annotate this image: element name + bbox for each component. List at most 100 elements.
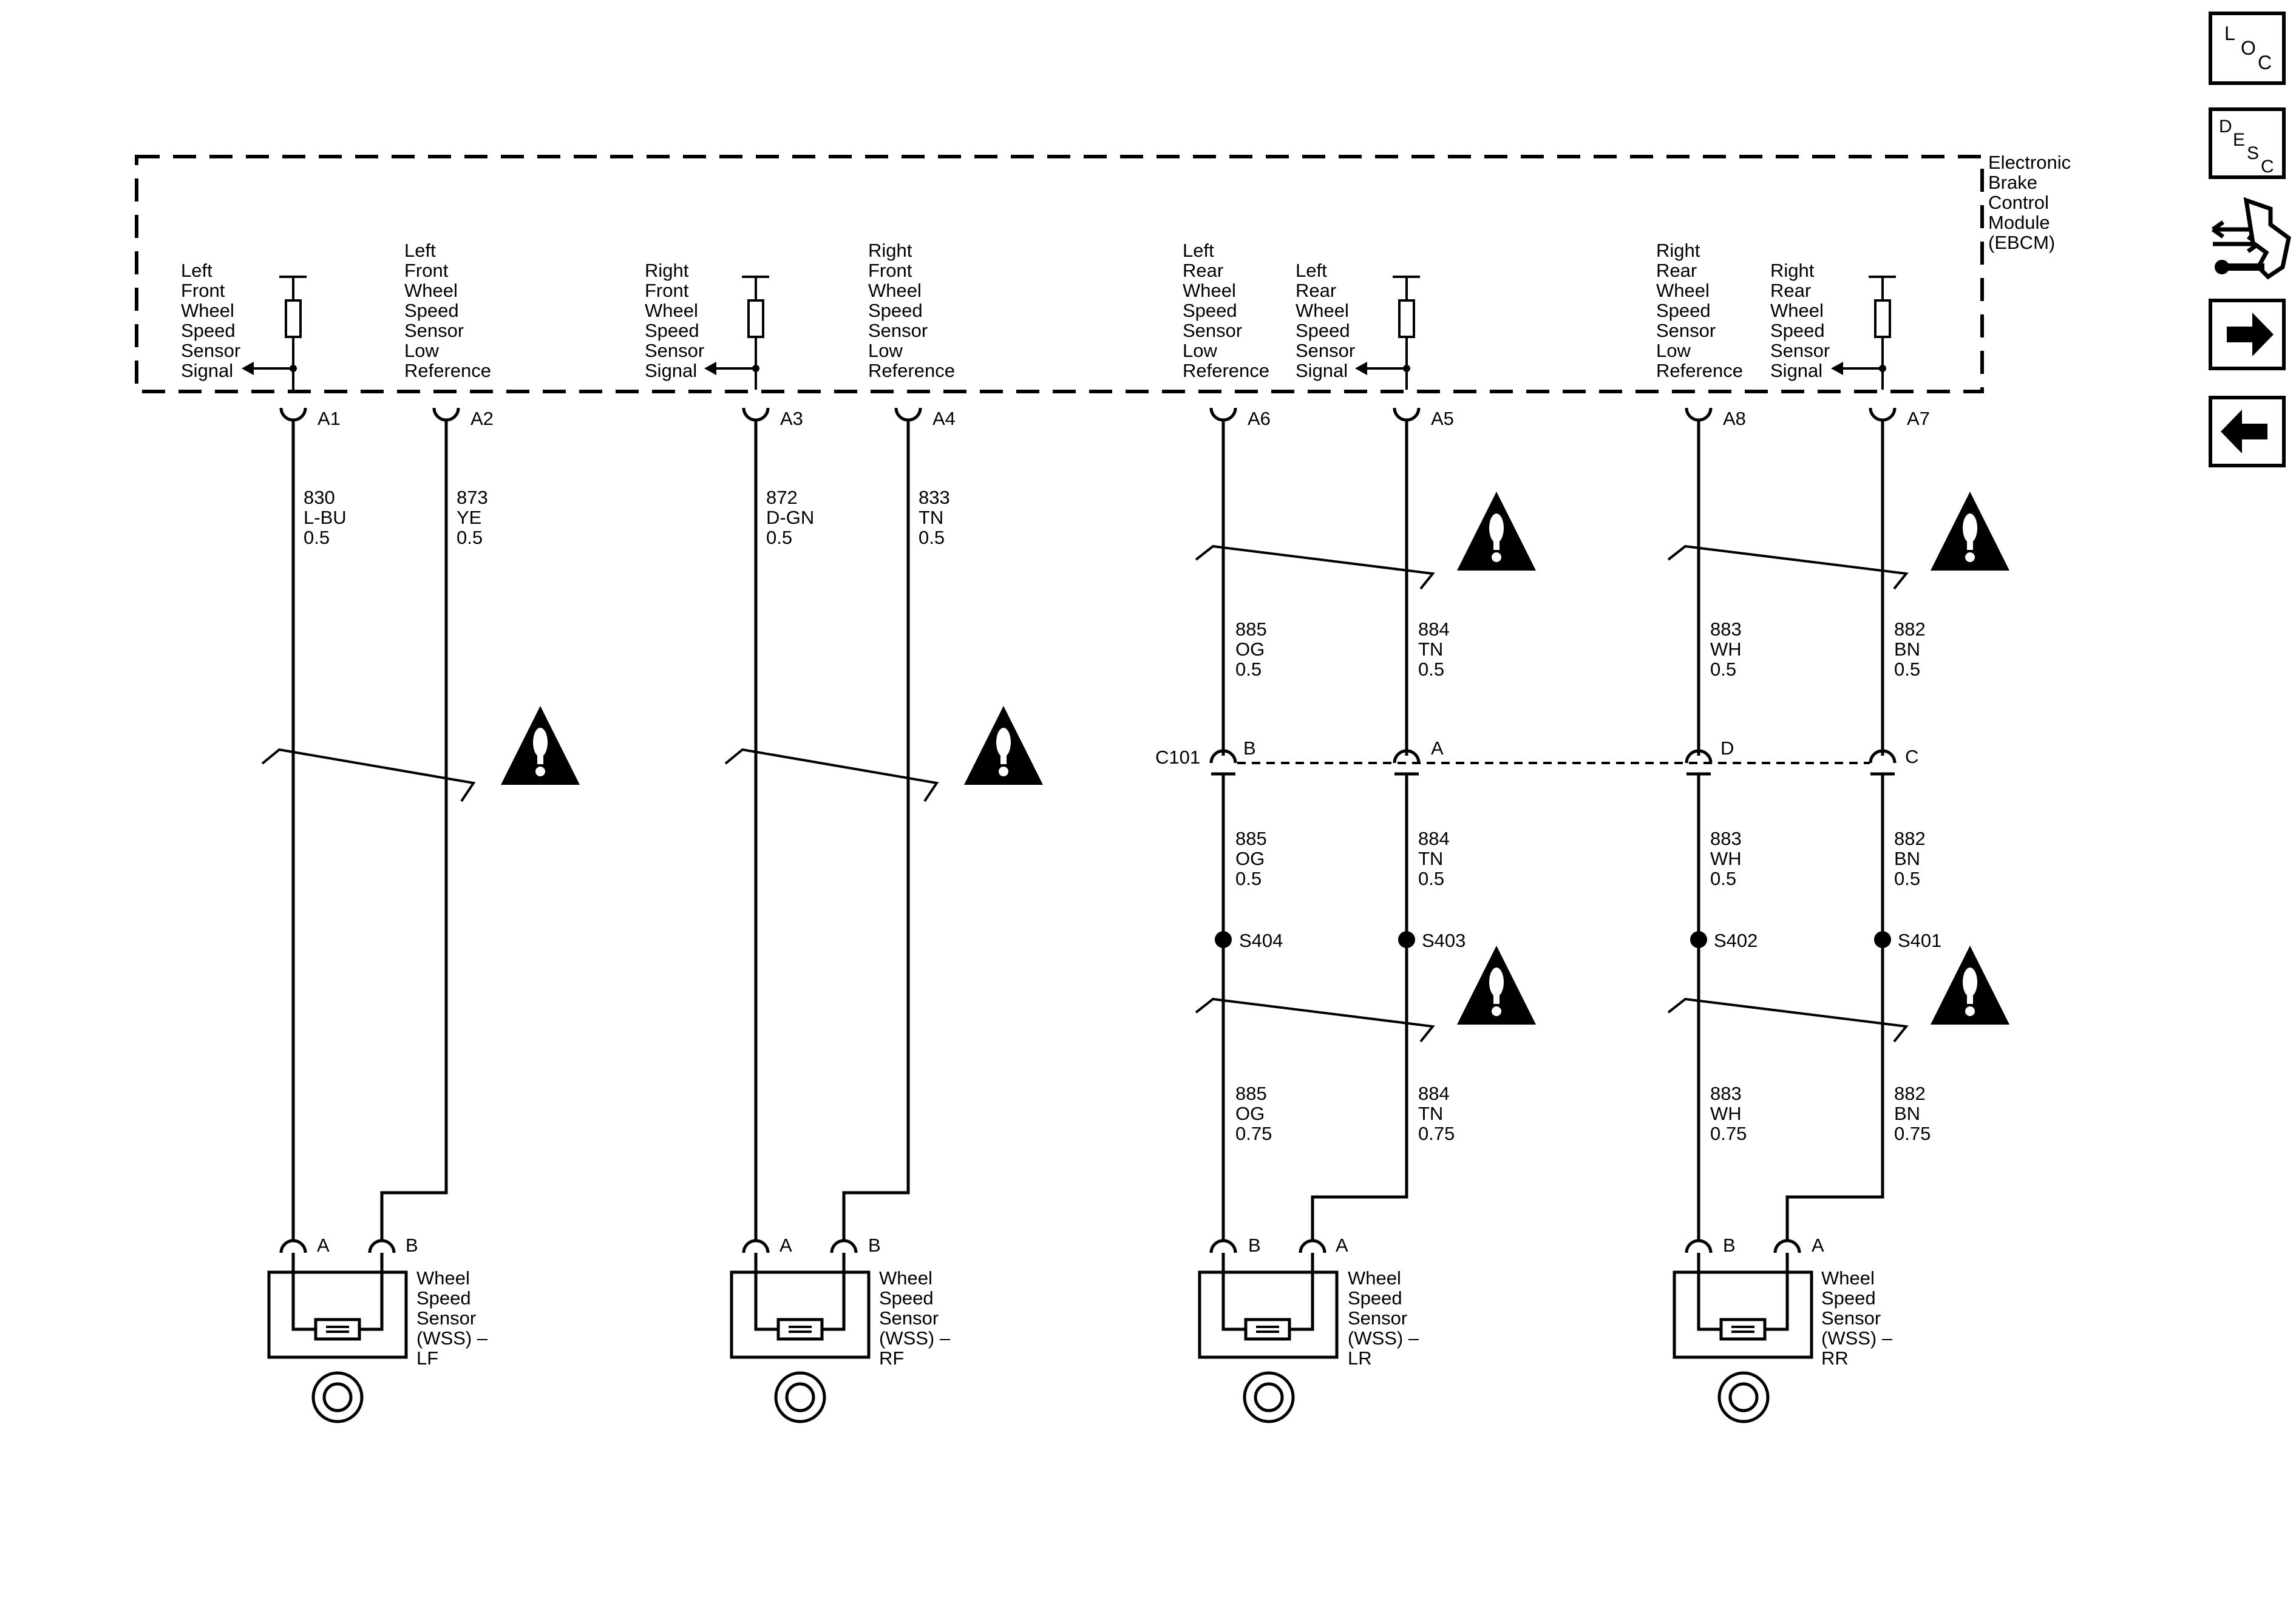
module-circuit-label-lf-signal: Left Front Wheel Speed Sensor Signal: [181, 260, 246, 381]
label-line: Wheel: [645, 300, 698, 321]
module-label-line: (EBCM): [1988, 232, 2055, 253]
sensor-rr: [1673, 1239, 1813, 1422]
module-circuit-label-lr-signal: Left Rear Wheel Speed Sensor Signal: [1296, 260, 1360, 381]
pin-a6-connector: [1209, 407, 1237, 422]
sensor-pin-label: B: [406, 1235, 418, 1256]
label-line: Speed: [1296, 320, 1350, 341]
sensor-pin-label: A: [779, 1235, 792, 1256]
module-circuit-label-rf-signal: Right Front Wheel Speed Sensor Signal: [645, 260, 710, 381]
pin-label-a3: A3: [780, 408, 803, 429]
label-line: Sensor: [1183, 320, 1242, 341]
label-line: Reference: [404, 360, 491, 381]
label-line: Right: [1656, 240, 1700, 261]
pin-a5-connector: [1393, 407, 1421, 422]
label-line: Rear: [1296, 280, 1336, 301]
sensor-pin-label: B: [1723, 1235, 1736, 1256]
sensor-name-rf: Wheel Speed Sensor (WSS) – RF: [879, 1267, 956, 1369]
module-pin-connectors: [279, 407, 1897, 422]
label-line: Low: [1183, 340, 1217, 361]
label-line: Rear: [1656, 260, 1697, 281]
loc-letter: C: [2258, 52, 2272, 73]
label-line: Left: [181, 260, 212, 281]
label-line: Rear: [1770, 280, 1811, 301]
label-line: Speed: [1656, 300, 1711, 321]
wire-884: [1311, 420, 1408, 1241]
label-line: Low: [1656, 340, 1691, 361]
label-line: Right: [868, 240, 912, 261]
desc-letter: D: [2219, 117, 2232, 137]
splice-label: S403: [1422, 930, 1466, 951]
label-line: Sensor: [181, 340, 240, 361]
c101-pin-label: D: [1720, 737, 1734, 759]
desc-letter: S: [2247, 143, 2259, 163]
splice-s403: [1398, 931, 1415, 948]
label-line: Front: [181, 280, 225, 301]
connector-tool-icon[interactable]: [2211, 197, 2291, 280]
module-circuit-label-rr-low-ref: Right Rear Wheel Speed Sensor Low Refere…: [1656, 240, 1743, 381]
label-line: Reference: [1183, 360, 1269, 381]
loc-button[interactable]: L O C: [2209, 12, 2286, 85]
sensor-pin-label: B: [1248, 1235, 1261, 1256]
c101-pin-label: A: [1431, 737, 1444, 759]
label-line: Sensor: [645, 340, 704, 361]
splices: [1215, 931, 1891, 948]
label-line: Speed: [868, 300, 923, 321]
label-line: Sensor: [1656, 320, 1716, 341]
desc-letter: C: [2261, 157, 2274, 177]
sensor-name-rr: Wheel Speed Sensor (WSS) – RR: [1821, 1267, 1898, 1369]
pin-a2-connector: [432, 407, 460, 422]
label-line: Speed: [1770, 320, 1825, 341]
label-line: Wheel: [868, 280, 922, 301]
label-line: Speed: [645, 320, 699, 341]
internal-circuits: [242, 276, 1896, 390]
label-line: Wheel: [1296, 300, 1349, 321]
label-line: Sensor: [1770, 340, 1830, 361]
ebcm-module-outline: [135, 155, 1984, 393]
label-line: Right: [1770, 260, 1815, 281]
label-line: Wheel: [404, 280, 458, 301]
module-name: Electronic Brake Control Module (EBCM): [1988, 152, 2076, 253]
arrow-right-icon[interactable]: [2209, 299, 2286, 370]
label-line: Right: [645, 260, 689, 281]
pin-label-a6: A6: [1248, 408, 1271, 429]
label-line: Signal: [1296, 360, 1348, 381]
label-line: Speed: [1183, 300, 1237, 321]
module-circuit-label-lf-low-ref: Left Front Wheel Speed Sensor Low Refere…: [404, 240, 491, 381]
pin-a3-connector: [742, 407, 770, 422]
sensor-rf: [730, 1239, 871, 1422]
module-circuit-label-rf-low-ref: Right Front Wheel Speed Sensor Low Refer…: [868, 240, 955, 381]
label-line: Rear: [1183, 260, 1223, 281]
desc-button[interactable]: D E S C: [2209, 107, 2286, 179]
module-label-line: Electronic: [1988, 152, 2071, 173]
label-line: Wheel: [1770, 300, 1824, 321]
splice-s402: [1690, 931, 1707, 948]
label-line: Sensor: [1296, 340, 1355, 361]
splice-label: S404: [1239, 930, 1283, 951]
pin-a7-connector: [1869, 407, 1897, 422]
wire-833: [842, 420, 910, 1241]
module-label-line: Control: [1988, 192, 2049, 213]
wire-873: [380, 420, 448, 1241]
arrow-left-icon[interactable]: [2209, 396, 2286, 467]
sensor-pin-label: A: [1812, 1235, 1824, 1256]
pin-a4-connector: [894, 407, 922, 422]
sensor-lr: [1198, 1239, 1339, 1422]
label-line: Reference: [868, 360, 955, 381]
label-line: Speed: [404, 300, 459, 321]
wire-882: [1785, 420, 1884, 1241]
module-label-line: Brake: [1988, 172, 2037, 193]
module-label-line: Module: [1988, 212, 2050, 233]
